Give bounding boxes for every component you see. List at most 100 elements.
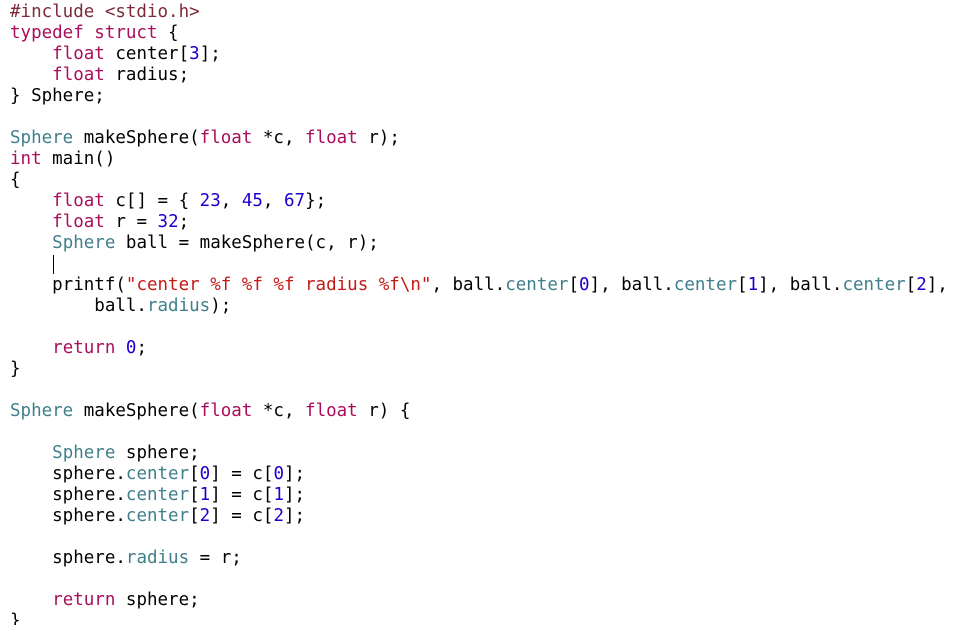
code-token-number: 0 <box>199 464 211 484</box>
code-token-default <box>115 338 126 358</box>
code-token-member: radius <box>125 548 190 568</box>
code-token-default: ]; <box>199 44 221 64</box>
code-line[interactable]: Sphere makeSphere(float *c, float r); <box>10 128 400 149</box>
code-line[interactable]: Sphere ball = makeSphere(c, r); <box>10 233 379 254</box>
code-line[interactable]: sphere.radius = r; <box>10 548 242 569</box>
code-token-member: center <box>842 275 906 295</box>
code-line[interactable]: int main() <box>10 149 115 170</box>
code-token-default: r = <box>104 212 158 232</box>
code-line[interactable]: float r = 32; <box>10 212 189 233</box>
code-token-default: r) { <box>357 401 411 421</box>
code-token-keyword: return <box>52 338 116 358</box>
code-token-default: sphere. <box>10 464 126 484</box>
code-line[interactable]: float center[3]; <box>10 44 221 65</box>
code-token-number: 1 <box>747 275 759 295</box>
code-token-default: makeSphere( <box>73 128 200 148</box>
code-token-default: { <box>10 170 21 190</box>
code-line[interactable]: sphere.center[1] = c[1]; <box>10 485 305 506</box>
code-line[interactable]: printf("center %f %f %f radius %f\n", ba… <box>10 275 948 296</box>
code-line[interactable]: return 0; <box>10 338 147 359</box>
code-token-default <box>10 212 52 232</box>
code-line[interactable]: sphere.center[0] = c[0]; <box>10 464 305 485</box>
code-token-default: sphere. <box>10 485 126 505</box>
code-token-default: ] = c[ <box>210 485 274 505</box>
code-line[interactable]: Sphere sphere; <box>10 443 200 464</box>
code-token-default: ]; <box>283 485 306 505</box>
code-line[interactable]: sphere.center[2] = c[2]; <box>10 506 305 527</box>
code-token-default <box>10 254 52 274</box>
code-line[interactable]: } Sphere; <box>10 86 105 107</box>
code-token-default: makeSphere( <box>73 401 200 421</box>
code-token-default: , ball. <box>431 275 506 295</box>
code-token-default: sphere; <box>115 590 200 610</box>
code-token-number: 2 <box>273 506 284 526</box>
code-token-default: }; <box>305 191 327 211</box>
code-line[interactable]: #include <stdio.h> <box>10 2 200 23</box>
code-line[interactable]: { <box>10 170 21 191</box>
code-token-default: sphere. <box>10 506 126 526</box>
code-token-keyword: return <box>52 590 116 610</box>
code-token-default: ] = c[ <box>210 464 274 484</box>
code-token-number: 23 <box>199 191 221 211</box>
code-token-default: printf( <box>10 275 126 295</box>
code-line[interactable]: } <box>10 359 21 380</box>
code-token-default: *c, <box>252 401 306 421</box>
code-token-default: r); <box>357 128 400 148</box>
code-token-default: [ <box>737 275 748 295</box>
code-token-default: [ <box>189 485 200 505</box>
code-token-preprocessor: #include <stdio.h> <box>10 2 200 22</box>
code-token-default: ); <box>210 296 232 316</box>
code-token-number: 2 <box>916 275 927 295</box>
code-token-number: 1 <box>199 485 211 505</box>
code-line[interactable]: return sphere; <box>10 590 200 611</box>
code-token-number: 0 <box>273 464 284 484</box>
code-line[interactable]: } <box>10 611 21 625</box>
code-token-number: 2 <box>199 506 211 526</box>
code-token-default: } <box>10 611 21 625</box>
text-cursor <box>53 255 55 274</box>
code-token-default: , <box>262 191 284 211</box>
code-token-default: ; <box>136 338 148 358</box>
code-token-default: ], <box>926 275 948 295</box>
code-token-default: ball. <box>10 296 147 316</box>
code-token-default: = r; <box>189 548 242 568</box>
code-token-default: main() <box>41 149 116 169</box>
code-token-type: Sphere <box>10 401 74 421</box>
code-line[interactable]: Sphere makeSphere(float *c, float r) { <box>10 401 410 422</box>
code-token-default: ; <box>178 212 190 232</box>
code-token-type: Sphere <box>52 443 116 463</box>
code-token-member: center <box>673 275 738 295</box>
code-line[interactable] <box>10 254 52 275</box>
code-token-default: ball = makeSphere(c, r); <box>115 233 379 253</box>
code-token-number: 1 <box>273 485 284 505</box>
code-token-member: center <box>505 275 569 295</box>
code-token-member: center <box>125 506 190 526</box>
code-token-keyword: float <box>199 401 253 421</box>
code-token-default <box>10 65 52 85</box>
code-token-string: "center %f %f %f radius %f\n" <box>125 275 432 295</box>
code-token-default: } <box>10 359 21 379</box>
code-token-default: [ <box>189 464 200 484</box>
code-token-member: center <box>125 464 190 484</box>
code-token-default <box>10 44 52 64</box>
code-token-default: ], ball. <box>758 275 843 295</box>
code-token-default <box>10 338 52 358</box>
code-token-keyword: float <box>52 212 105 232</box>
code-token-default: ]; <box>283 464 306 484</box>
code-line[interactable]: ball.radius); <box>10 296 231 317</box>
code-line[interactable]: float radius; <box>10 65 189 86</box>
code-token-default: sphere. <box>10 548 126 568</box>
code-token-number: 45 <box>241 191 263 211</box>
code-token-number: 0 <box>125 338 137 358</box>
code-token-default: *c, <box>252 128 306 148</box>
code-token-default <box>10 590 52 610</box>
code-token-type: Sphere <box>52 233 116 253</box>
code-token-keyword: float <box>52 191 105 211</box>
code-line[interactable]: typedef struct { <box>10 23 179 44</box>
code-token-keyword: typedef struct <box>10 23 158 43</box>
code-token-keyword: float <box>305 128 358 148</box>
code-token-default <box>10 191 52 211</box>
code-token-keyword: float <box>305 401 358 421</box>
code-line[interactable]: float c[] = { 23, 45, 67}; <box>10 191 326 212</box>
